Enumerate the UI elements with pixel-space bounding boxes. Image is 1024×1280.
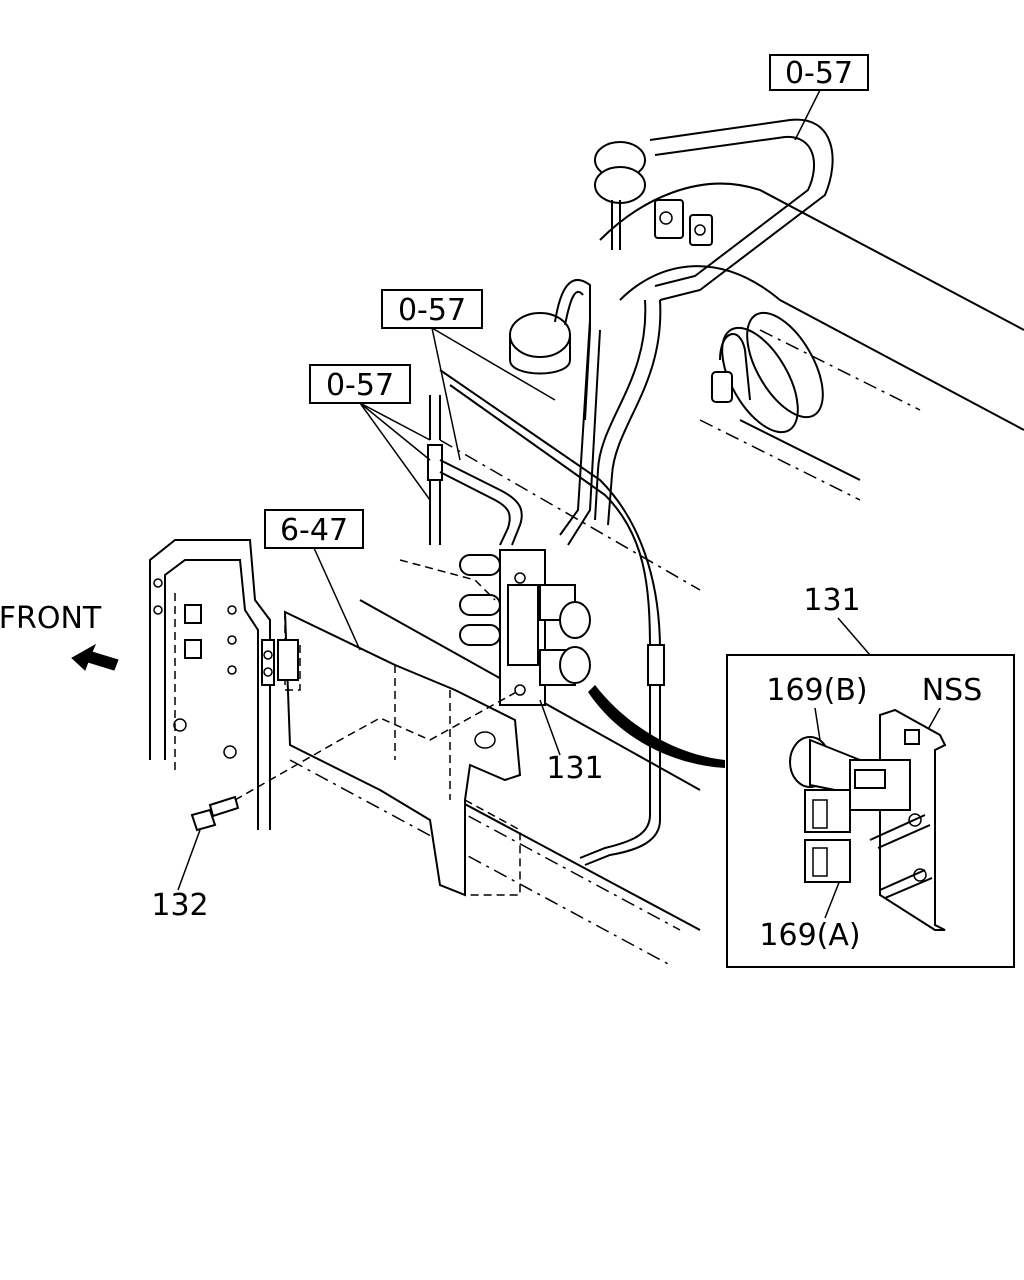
front-arrow-icon <box>71 643 119 671</box>
part-169a-label: 169(A) <box>759 918 860 953</box>
canister <box>509 278 591 421</box>
upper-hose <box>594 118 834 301</box>
front-indicator: FRONT <box>0 601 119 671</box>
ref-box-left: 0-57 <box>309 364 496 601</box>
part-131-label: 131 <box>546 751 603 786</box>
ref-left-label: 0-57 <box>326 368 394 403</box>
ref-mid-label: 0-57 <box>398 293 466 328</box>
exhaust-pipe <box>599 182 1024 501</box>
inset-131-label: 131 <box>803 583 860 618</box>
vacuum-hoses <box>427 299 665 866</box>
part-132-label: 132 <box>151 888 208 923</box>
bolt <box>190 689 521 832</box>
inset-pointer <box>588 685 725 768</box>
solenoid-valve <box>459 549 591 706</box>
callout-131-main: 131 <box>539 699 604 786</box>
ref-box-bracket: 6-47 <box>264 509 364 651</box>
ref-box-top: 0-57 <box>769 54 869 141</box>
mounting-bracket <box>277 610 522 897</box>
front-label: FRONT <box>0 601 102 636</box>
frame-rails <box>289 439 701 966</box>
ref-top-label: 0-57 <box>785 56 853 91</box>
inset-detail: 131 169(B) NSS 169(A) <box>588 583 1015 968</box>
callout-132: 132 <box>151 829 209 923</box>
ref-bracket-label: 6-47 <box>280 513 348 548</box>
cab-panel <box>149 539 275 830</box>
ref-box-mid: 0-57 <box>381 289 556 461</box>
part-169b-label: 169(B) <box>766 673 867 708</box>
nss-label: NSS <box>922 673 983 708</box>
